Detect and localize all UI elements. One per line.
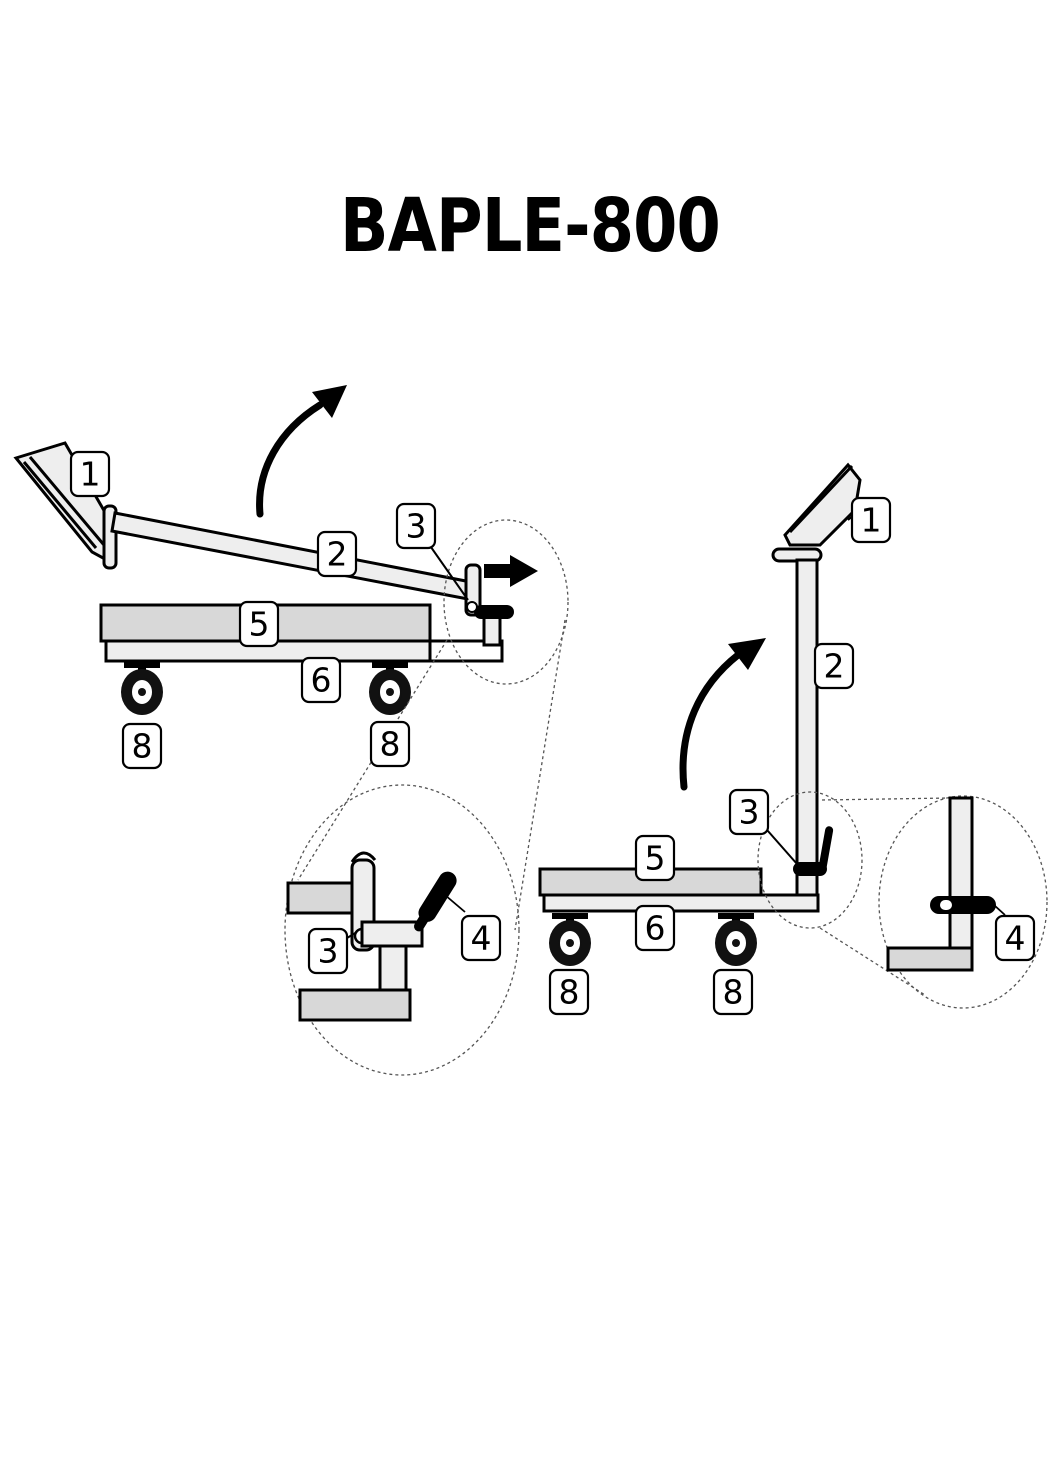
detail-leader-right-a (821, 797, 951, 801)
callout-6-right: 6 (634, 904, 676, 952)
detail-marker-right (757, 791, 863, 929)
display-head-right (771, 462, 862, 563)
callout-2-right: 2 (813, 642, 855, 690)
platform-left (99, 603, 504, 663)
callout-3-right: 3 (728, 788, 770, 836)
wheel-right-front (548, 912, 592, 967)
svg-text:3: 3 (406, 507, 427, 546)
svg-text:8: 8 (380, 725, 401, 764)
svg-text:2: 2 (824, 647, 845, 686)
callout-1-left: 1 (69, 450, 111, 498)
svg-text:1: 1 (861, 501, 882, 540)
hinge-detail-right (878, 795, 1048, 1009)
callout-3-left: 3 (395, 502, 437, 550)
lift-arrow-right (679, 638, 766, 791)
leader-3-detail (346, 931, 358, 939)
svg-text:8: 8 (559, 973, 580, 1012)
hinge-right (793, 826, 834, 876)
hinge-left (464, 563, 514, 647)
svg-text:5: 5 (645, 839, 666, 878)
callout-8-left-front: 8 (121, 722, 163, 770)
callout-8-left-rear: 8 (369, 720, 411, 768)
callout-6-left: 6 (300, 656, 342, 704)
pull-arrow (484, 555, 538, 587)
callout-3-detail: 3 (307, 927, 349, 975)
page-title: BAPLE-800 (340, 183, 721, 269)
svg-text:6: 6 (645, 909, 666, 948)
callout-8-right-front: 8 (548, 968, 590, 1016)
detail-leader-left-b (514, 619, 566, 931)
svg-text:3: 3 (318, 932, 339, 971)
svg-text:4: 4 (471, 919, 492, 958)
leader-3-left (425, 539, 469, 601)
column-right (795, 558, 819, 902)
svg-text:4: 4 (1005, 919, 1026, 958)
detail-marker-left (443, 519, 569, 685)
lift-arrow-left (256, 385, 347, 518)
svg-text:3: 3 (739, 793, 760, 832)
hinge-detail-left (284, 784, 520, 1076)
svg-text:5: 5 (249, 605, 270, 644)
callout-5-right: 5 (634, 834, 676, 882)
callout-4-detail: 4 (460, 914, 502, 962)
folded-assembly (13, 385, 569, 931)
platform-right (538, 867, 820, 913)
svg-text:6: 6 (311, 661, 332, 700)
wheel-left-front (120, 661, 164, 716)
svg-text:2: 2 (327, 535, 348, 574)
upright-assembly (538, 462, 951, 996)
callout-8-right-rear: 8 (712, 968, 754, 1016)
svg-text:8: 8 (132, 727, 153, 766)
wheel-right-rear (714, 912, 758, 967)
callout-2-left: 2 (316, 530, 358, 578)
svg-text:1: 1 (80, 455, 101, 494)
callout-5-left: 5 (238, 600, 280, 648)
svg-text:8: 8 (723, 973, 744, 1012)
detail-leader-left-a (297, 639, 448, 881)
callout-1-right: 1 (850, 496, 892, 544)
detail-leader-right-b (819, 927, 926, 996)
callout-4-right-detail: 4 (994, 914, 1036, 962)
